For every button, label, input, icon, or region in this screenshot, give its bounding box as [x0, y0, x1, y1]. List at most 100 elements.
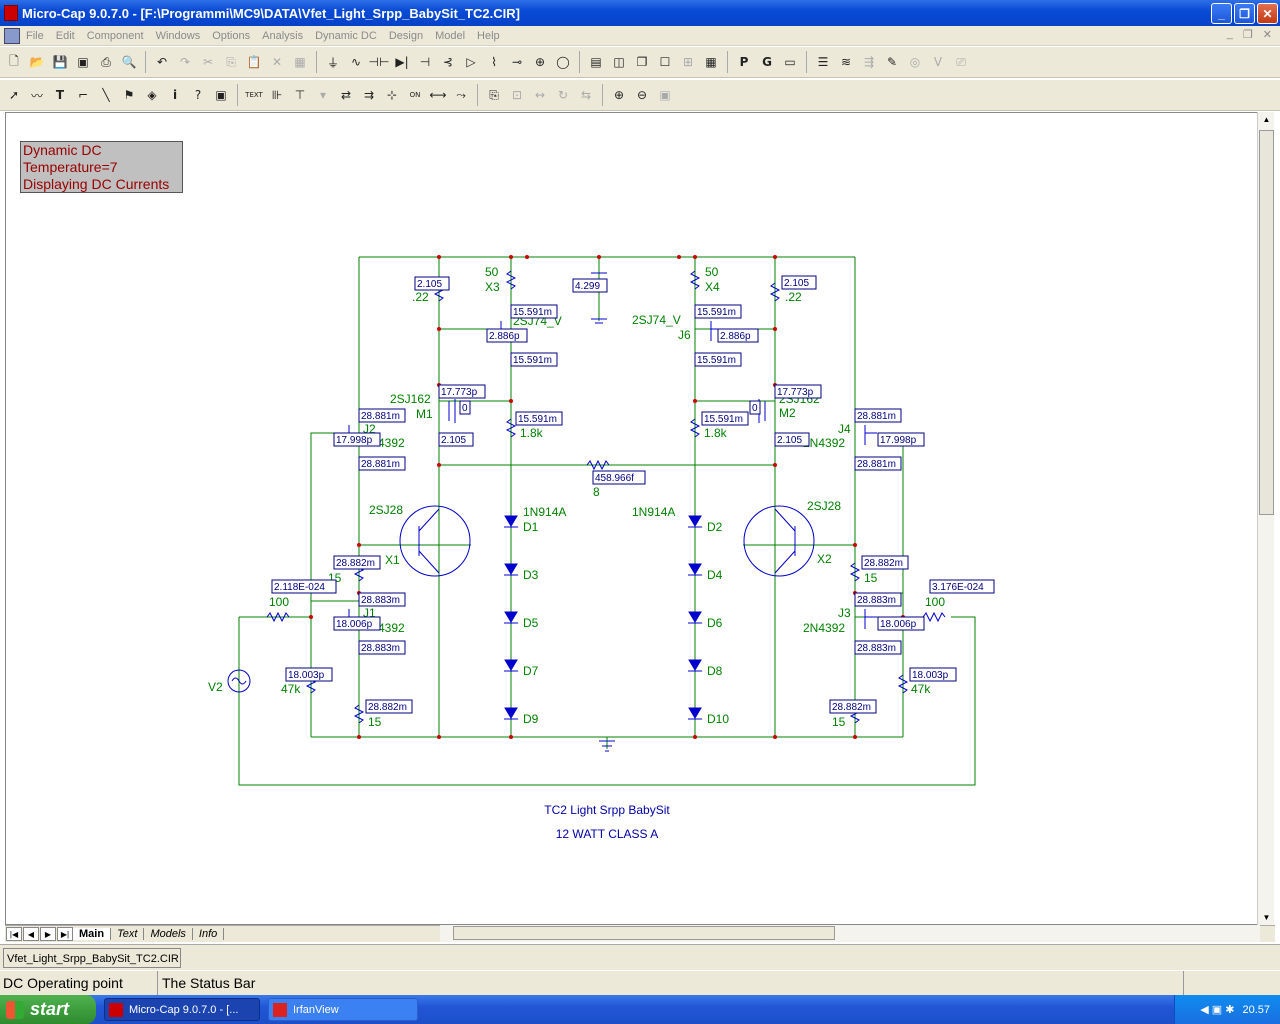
menu-model[interactable]: Model — [435, 29, 466, 42]
power-icon[interactable]: ⇉ — [363, 88, 375, 102]
zoom-icon[interactable]: ⇆ — [580, 88, 592, 102]
mdi-minimize-icon[interactable]: _ — [1226, 28, 1233, 40]
menu-edit[interactable]: Edit — [55, 29, 75, 42]
voltage-icon[interactable]: ▾ — [319, 88, 327, 102]
first-page-icon[interactable]: |◀ — [6, 927, 22, 941]
next-page-icon[interactable]: ▶ — [40, 927, 56, 941]
menu-design[interactable]: Design — [388, 29, 424, 42]
tab-models[interactable]: Models — [144, 928, 193, 940]
save-all-icon[interactable]: ▣ — [77, 55, 89, 69]
ground-icon[interactable]: ⏚ — [326, 55, 339, 70]
schematic-canvas[interactable]: Dynamic DC Temperature=7 Displaying DC C… — [5, 112, 1260, 925]
flag-icon[interactable]: ⚑ — [123, 88, 135, 102]
camera-icon[interactable]: ▣ — [659, 88, 671, 102]
component-panel-icon[interactable]: ▤ — [590, 55, 602, 69]
document-icon[interactable] — [4, 27, 20, 44]
probe-icon[interactable]: ⊕ — [534, 55, 546, 69]
zoom-out-icon[interactable]: ⊖ — [636, 88, 648, 102]
text-label-icon[interactable]: TEXT — [245, 91, 263, 99]
window-icon[interactable]: ☐ — [659, 55, 671, 69]
tab-main[interactable]: Main — [73, 928, 112, 940]
vx-icon[interactable]: V — [933, 55, 943, 69]
minimize-button[interactable]: _ — [1211, 3, 1232, 24]
task-irfanview[interactable]: IrfanView — [268, 998, 418, 1021]
mirror-icon[interactable]: ⊡ — [511, 88, 523, 102]
switch-icon[interactable]: ⊸ — [511, 55, 523, 69]
menu-component[interactable]: Component — [86, 29, 144, 42]
app-icon[interactable] — [4, 5, 18, 21]
node-number-icon[interactable]: ▣ — [215, 88, 227, 102]
source-icon[interactable]: ◯ — [556, 55, 570, 69]
opamp-icon[interactable]: ▷ — [466, 55, 476, 69]
wave-icon[interactable]: ≋ — [840, 55, 852, 69]
cascade-icon[interactable]: ❐ — [636, 55, 648, 69]
binoculars-icon[interactable]: ↻ — [557, 88, 569, 102]
inductor-icon[interactable]: ⌇ — [491, 55, 497, 69]
edit-icon[interactable]: ⎚ — [956, 54, 966, 69]
tab-info[interactable]: Info — [193, 928, 225, 940]
document-tab[interactable]: Vfet_Light_Srpp_BabySit_TC2.CIR — [3, 948, 181, 968]
horizontal-scroll-thumb[interactable] — [453, 926, 835, 940]
info-icon[interactable]: i — [172, 88, 178, 102]
menu-analysis[interactable]: Analysis — [262, 29, 304, 42]
copy-icon[interactable]: ⎘ — [226, 54, 236, 69]
mdi-restore-icon[interactable]: ❐ — [1242, 29, 1253, 41]
split-icon[interactable]: ◫ — [613, 55, 625, 69]
select-arrow-icon[interactable]: ➚ — [8, 88, 20, 102]
show-pins-icon[interactable]: ⊹ — [386, 88, 398, 102]
delete-icon[interactable]: ✕ — [271, 55, 283, 69]
restore-button[interactable]: ❐ — [1234, 3, 1255, 24]
menu-dynamic-dc[interactable]: Dynamic DC — [315, 29, 377, 42]
menu-file[interactable]: File — [26, 29, 44, 42]
cross-icon[interactable]: ⟷ — [429, 88, 447, 102]
battery-icon[interactable]: ⊣ — [419, 55, 431, 69]
page-g-icon[interactable]: G — [762, 55, 772, 69]
gauge-icon[interactable]: ◎ — [909, 55, 921, 69]
zoom-in-icon[interactable]: ⊕ — [613, 88, 625, 102]
open-icon[interactable]: 📂 — [29, 55, 45, 69]
rotate-icon[interactable]: ⤳ — [456, 87, 466, 102]
start-button[interactable]: start — [0, 995, 96, 1024]
tab-text[interactable]: Text — [111, 928, 145, 940]
resistor-icon[interactable]: ∿ — [350, 55, 362, 69]
tile-icon[interactable]: ⊞ — [682, 55, 694, 69]
vertical-scroll-thumb[interactable] — [1259, 130, 1274, 515]
print-preview-icon[interactable]: 🔍 — [121, 55, 137, 69]
save-icon[interactable]: 💾 — [52, 55, 68, 69]
transistor-icon[interactable]: ⊰ — [442, 55, 454, 69]
wire-ortho-icon[interactable]: ⌐ — [77, 88, 89, 102]
new-icon[interactable]: 🗋 — [9, 53, 19, 68]
calculator-icon[interactable]: ▦ — [705, 55, 717, 69]
diode-icon[interactable]: ▶| — [395, 55, 409, 69]
mdi-close-icon[interactable]: ✕ — [1262, 29, 1272, 41]
scroll-down-icon[interactable]: ▼ — [1262, 913, 1271, 922]
print-icon[interactable]: ⎙ — [101, 54, 111, 69]
menu-windows[interactable]: Windows — [155, 29, 201, 42]
flip-icon[interactable]: ⎘ — [489, 87, 499, 102]
grid-icon[interactable]: ON — [409, 91, 421, 99]
text-tool-icon[interactable]: T — [55, 88, 65, 102]
attr-icon[interactable]: ⊪ — [271, 88, 283, 102]
prev-page-icon[interactable]: ◀ — [23, 927, 39, 941]
redo-icon[interactable]: ↷ — [179, 55, 191, 69]
find-icon[interactable]: ↔ — [534, 88, 546, 102]
pen-icon[interactable]: ✎ — [886, 55, 898, 69]
horizontal-scrollbar[interactable] — [440, 925, 1260, 942]
page-icon[interactable]: ▭ — [784, 55, 796, 69]
step-icon[interactable]: ⇶ — [863, 55, 875, 69]
tray-icons[interactable]: ◀ ▣ ✱ — [1200, 1004, 1235, 1016]
menu-options[interactable]: Options — [212, 29, 251, 42]
scroll-up-icon[interactable]: ▲ — [1262, 115, 1271, 124]
pin-icon[interactable]: ⊤ — [294, 88, 306, 102]
select-all-icon[interactable]: ▦ — [294, 55, 306, 69]
shape-icon[interactable]: ◈ — [147, 88, 157, 102]
menu-help[interactable]: Help — [477, 29, 500, 42]
page-p-icon[interactable]: P — [739, 55, 749, 69]
line-icon[interactable]: ╲ — [102, 88, 110, 102]
list-icon[interactable]: ☰ — [817, 55, 829, 69]
paste-icon[interactable]: 📋 — [246, 55, 262, 69]
task-microcap[interactable]: Micro-Cap 9.0.7.0 - [... — [104, 998, 260, 1021]
capacitor-icon[interactable]: ⊣⊢ — [368, 55, 390, 69]
vertical-scrollbar[interactable]: ▲ ▼ — [1257, 112, 1274, 925]
current-icon[interactable]: ⇄ — [340, 88, 352, 102]
